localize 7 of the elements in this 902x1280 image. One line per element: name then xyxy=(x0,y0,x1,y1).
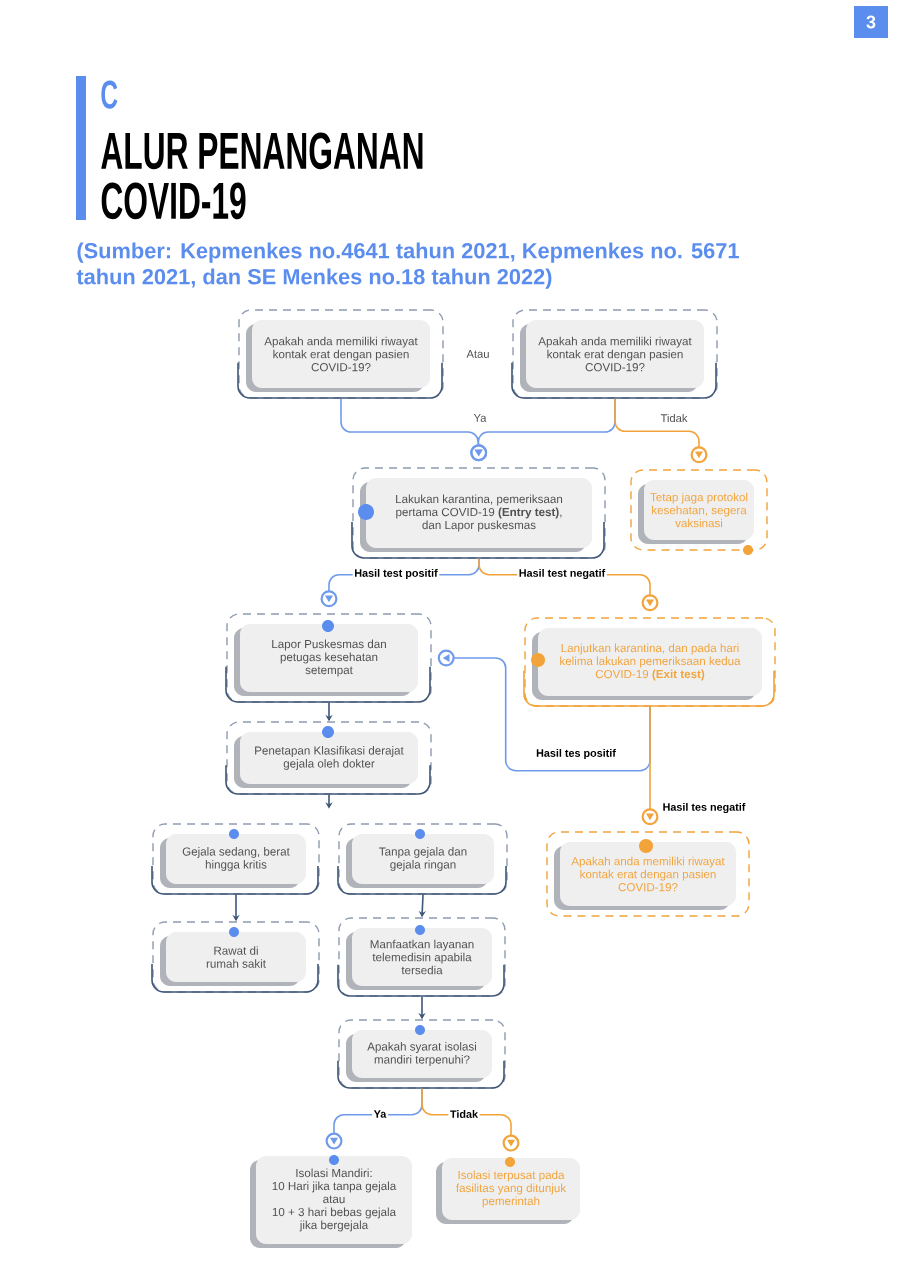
connector xyxy=(421,1087,520,1152)
title: ALUR PENANGANAN COVID-19 xyxy=(101,132,423,220)
section-letter: C xyxy=(101,80,118,109)
connector xyxy=(614,397,708,464)
page-number: 3 xyxy=(854,6,888,38)
connector xyxy=(641,705,659,826)
source-note: (Sumber: Kepmenkes no.4641 tahun 2021, Kepmenkes no. 5671 tahun 2021, dan SE Menkes no.18 tahun 2022) xyxy=(76,242,739,289)
